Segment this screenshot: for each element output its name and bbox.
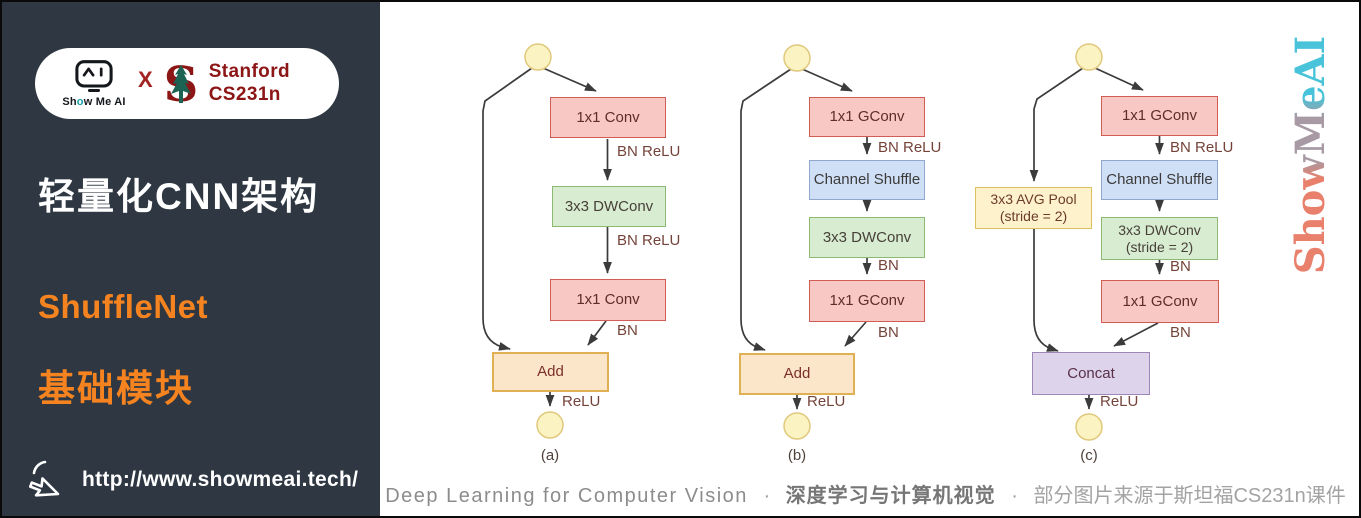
annotation-c-bn-2: BN <box>1170 324 1191 341</box>
block-c-1x1-gconv-top: 1x1 GConv <box>1101 96 1218 136</box>
robot-face-icon <box>75 60 113 93</box>
input-node-a <box>524 43 552 71</box>
website-url-text: http://www.showmeai.tech/ <box>82 468 359 491</box>
block-a-3x3-dwconv: 3x3 DWConv <box>552 186 666 227</box>
block-c-3x3-dwconv: 3x3 DWConv (stride = 2) <box>1101 217 1218 260</box>
wordmark-o: o <box>76 96 84 108</box>
edge-b-input-to-gconv1 <box>801 68 853 92</box>
block-label: 1x1 GConv <box>1121 107 1198 124</box>
block-a-1x1-conv-top: 1x1 Conv <box>550 97 666 138</box>
edge-c-input-to-avgpool <box>1029 67 1084 182</box>
annotation-b-relu: ReLU <box>807 393 846 410</box>
wordmark-part1: Sh <box>62 96 77 108</box>
slide-title: 轻量化CNN架构 <box>38 176 320 217</box>
annotation-a-bn: BN <box>617 322 638 339</box>
wordmark-part2: w Me AI <box>83 96 126 108</box>
block-label: 1x1 GConv <box>829 108 905 125</box>
block-c-avg-pool: 3x3 AVG Pool (stride = 2) <box>975 187 1092 229</box>
edge-c-input-to-gconv1 <box>1094 67 1144 91</box>
annotation-a-relu: ReLU <box>562 393 601 410</box>
block-b-1x1-gconv-bottom: 1x1 GConv <box>809 280 925 322</box>
sidebar: Show Me AI X S Stanford CS231n 轻量化CNN架构 … <box>2 2 380 516</box>
annotation-c-bn-relu: BN ReLU <box>1170 139 1234 156</box>
annotation-c-bn-1: BN <box>1170 258 1191 275</box>
edge-b-skip <box>740 68 792 351</box>
footer-chinese-light: 部分图片来源于斯坦福CS231n课件 <box>1033 485 1346 507</box>
edge-c-avgpool-to-concat <box>1033 227 1059 352</box>
block-a-add: Add <box>492 352 609 392</box>
robot-left-eye <box>82 67 95 77</box>
output-node-a <box>536 411 564 439</box>
edge-c-gconv2-to-concat <box>1113 322 1159 347</box>
stanford-logo-icon: S <box>163 60 198 108</box>
cursor-icon <box>29 460 60 497</box>
block-b-3x3-dwconv: 3x3 DWConv <box>809 217 925 258</box>
annotation-b-bn-2: BN <box>878 324 899 341</box>
stanford-line2: CS231n <box>208 83 281 105</box>
annotation-c-relu: ReLU <box>1100 393 1139 410</box>
block-label: 1x1 Conv <box>576 108 640 126</box>
edge-a-input-to-conv1 <box>542 67 597 92</box>
block-label: 1x1 Conv <box>576 291 640 308</box>
block-label: Concat <box>1067 364 1115 382</box>
footer-chinese-bold: 深度学习与计算机视觉 <box>785 485 996 507</box>
showmeai-logo: Show Me AI <box>59 59 129 108</box>
block-label: Channel Shuffle <box>1106 171 1213 188</box>
block-label-line2: (stride = 2) <box>999 208 1068 224</box>
block-b-1x1-gconv-top: 1x1 GConv <box>809 97 925 137</box>
output-node-c <box>1075 413 1103 441</box>
block-b-channel-shuffle: Channel Shuffle <box>809 160 925 200</box>
output-node-b <box>783 412 811 440</box>
block-label: 1x1 GConv <box>829 292 905 309</box>
annotation-a-bn-relu-1: BN ReLU <box>617 143 681 160</box>
slide-subtitle-module: 基础模块 <box>38 368 194 409</box>
slide-subtitle-shufflenet: ShuffleNet <box>38 288 208 325</box>
input-node-b <box>783 44 811 72</box>
website-link[interactable]: http://www.showmeai.tech/ <box>29 458 358 502</box>
block-c-concat: Concat <box>1032 352 1150 395</box>
block-label: 3x3 DWConv <box>564 197 654 215</box>
edge-a-conv2-to-add <box>587 320 607 346</box>
block-label: Add <box>537 363 564 380</box>
logo-badge: Show Me AI X S Stanford CS231n <box>35 48 339 119</box>
stanford-line1: Stanford <box>208 60 290 82</box>
caption-a: (a) <box>540 447 560 464</box>
block-label-line1: 3x3 DWConv <box>1118 221 1201 238</box>
block-label: 1x1 GConv <box>1122 292 1198 310</box>
footer-english: Deep Learning for Computer Vision <box>385 485 748 507</box>
block-label-line2: (stride = 2) <box>1125 238 1194 255</box>
input-node-c <box>1075 43 1103 71</box>
block-b-add: Add <box>739 353 855 395</box>
edge-b-gconv2-to-add <box>844 321 867 347</box>
stanford-cs231n-label: Stanford CS231n <box>209 61 290 107</box>
block-label: Channel Shuffle <box>813 171 921 188</box>
caption-b: (b) <box>787 447 807 464</box>
block-a-1x1-conv-bottom: 1x1 Conv <box>550 279 666 321</box>
block-label: 3x3 DWConv <box>822 228 912 246</box>
showmeai-wordmark: Show Me AI <box>62 96 125 108</box>
showmeai-watermark: ShowMeAI <box>1287 35 1334 275</box>
annotation-b-bn-relu: BN ReLU <box>878 139 942 156</box>
footer-caption: Deep Learning for Computer Vision · 深度学习… <box>380 479 1351 508</box>
caption-c: (c) <box>1080 447 1098 464</box>
block-label-line1: 3x3 AVG Pool <box>990 191 1077 208</box>
collab-x-mark: X <box>138 66 153 92</box>
block-label: Add <box>783 365 811 382</box>
block-c-channel-shuffle: Channel Shuffle <box>1101 160 1218 200</box>
annotation-a-bn-relu-2: BN ReLU <box>617 232 681 249</box>
annotation-b-bn-1: BN <box>878 257 899 274</box>
block-c-1x1-gconv-bottom: 1x1 GConv <box>1101 280 1219 323</box>
footer-separator-1: · <box>763 485 771 507</box>
edge-a-skip <box>482 67 533 351</box>
footer-separator-2: · <box>1011 485 1018 507</box>
stanford-tree <box>170 64 191 103</box>
